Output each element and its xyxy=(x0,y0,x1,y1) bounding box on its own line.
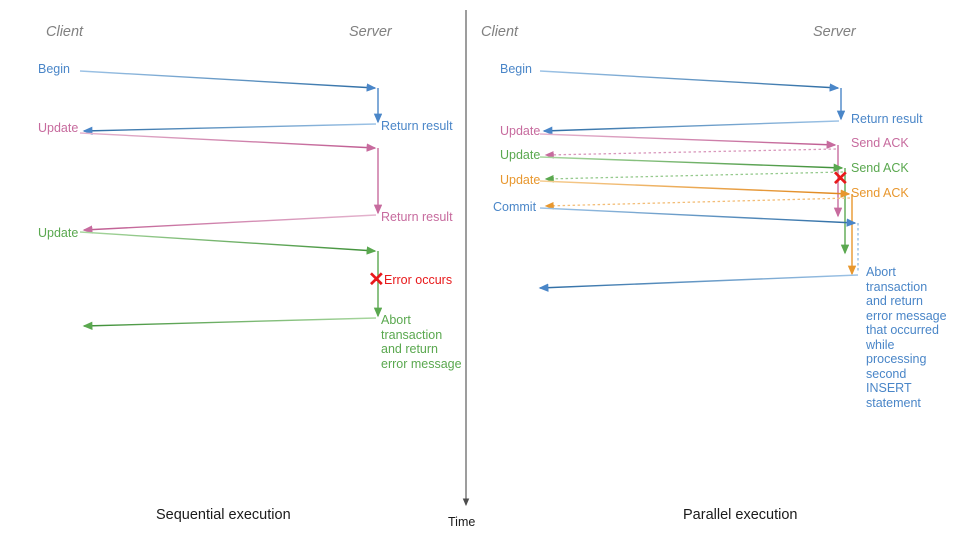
arrow-commit-right xyxy=(539,207,857,227)
arrow-begin-right xyxy=(539,70,840,92)
right-header-server: Server xyxy=(813,24,856,40)
left-header-server: Server xyxy=(349,24,392,40)
arrow-update-3-right xyxy=(539,180,851,198)
right-caption: Parallel execution xyxy=(683,507,798,523)
left-label-begin: Begin xyxy=(38,62,70,76)
left-caption: Sequential execution xyxy=(156,507,291,523)
arrow-return-result-right xyxy=(542,120,840,135)
arrow-return-result-1-left xyxy=(82,123,377,135)
arrow-update-2-right xyxy=(539,156,844,172)
right-label-send-ack-3: Send ACK xyxy=(851,186,909,200)
time-axis-label: Time xyxy=(448,515,476,529)
left-label-abort-block: Abort transaction and return error messa… xyxy=(381,313,462,371)
arrow-send-ack-2-right xyxy=(544,171,844,183)
arrow-abort-right xyxy=(538,274,859,292)
right-label-update-2: Update xyxy=(500,148,541,162)
right-label-return-result: Return result xyxy=(851,112,923,126)
right-error-x-icon: ✕ xyxy=(832,168,849,190)
right-label-update-1: Update xyxy=(500,124,541,138)
arrow-update-1-left xyxy=(79,132,377,152)
left-error-x-icon: ✕ xyxy=(368,269,385,291)
arrow-update-1-right xyxy=(539,133,837,149)
right-header-client: Client xyxy=(481,24,519,40)
arrow-send-ack-3-right xyxy=(544,197,851,210)
right-label-update-3: Update xyxy=(500,173,541,187)
arrow-update-2-left xyxy=(79,231,377,255)
left-label-return-result-1: Return result xyxy=(381,119,453,133)
arrow-abort-left xyxy=(82,317,377,330)
left-panel-arrows xyxy=(79,70,383,330)
right-label-commit: Commit xyxy=(493,200,537,214)
left-label-update-1: Update xyxy=(38,121,79,135)
right-label-begin: Begin xyxy=(500,62,532,76)
right-label-send-ack-1: Send ACK xyxy=(851,136,909,150)
right-panel-arrows xyxy=(538,70,859,292)
left-header-client: Client xyxy=(46,24,84,40)
right-label-abort-block: Abort transaction and return error messa… xyxy=(866,265,947,410)
left-label-update-2: Update xyxy=(38,226,79,240)
left-label-error-occurs: Error occurs xyxy=(384,273,453,287)
arrow-begin-left xyxy=(79,70,377,92)
right-label-send-ack-2: Send ACK xyxy=(851,161,909,175)
arrow-return-result-2-left xyxy=(82,214,377,234)
arrow-send-ack-1-right xyxy=(544,148,837,159)
left-label-return-result-2: Return result xyxy=(381,210,453,224)
